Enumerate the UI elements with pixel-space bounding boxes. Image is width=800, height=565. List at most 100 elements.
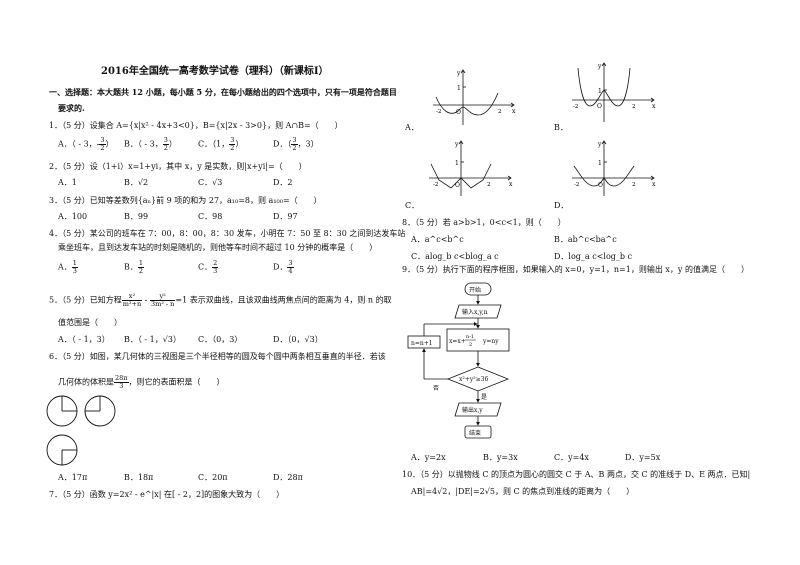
q8-option-c: C．alog_b c<blog_a c <box>411 252 499 261</box>
axis-x-label: x <box>652 103 656 110</box>
tick-m2: -2 <box>574 182 579 188</box>
q9-option-c: C．y=4x <box>554 453 589 462</box>
q3-option-a: A．100 <box>58 212 88 221</box>
end-label: 结束 <box>469 429 481 437</box>
axis-y-label: y <box>597 141 602 148</box>
q4-stem-cont: 乘坐班车，且到达发车站的时刻是随机的，则他等车时间不超过 10 分钟的概率是（ … <box>58 243 378 252</box>
increment-label: n=n+1 <box>411 340 433 347</box>
origin-label: O <box>455 182 460 189</box>
tick-1: 1 <box>598 88 602 95</box>
tick-p2: 2 <box>487 182 491 188</box>
section-header-cont: 要求的. <box>58 103 85 113</box>
axis-y-label: y <box>454 141 459 148</box>
yes-label: 是 <box>481 394 487 401</box>
assign-y-label: y=ny <box>482 338 499 345</box>
graph-d-label: D． <box>554 201 569 210</box>
q8-stem: 8．（5 分）若 a>b>1，0<c<1，则（ ） <box>402 218 566 227</box>
q3-option-b: B．99 <box>124 212 149 221</box>
graph-c-label: C． <box>405 201 420 210</box>
q8-option-b: B．ab^c<ba^c <box>554 235 617 244</box>
graph-c: y x 1 O -2 2 <box>429 140 513 196</box>
q6-option-c: C．20π <box>198 473 228 482</box>
flowchart: 开始 输入x,y,n x=x+ n-1 2 y=ny n=n+1 x²+y²≥3… <box>407 282 510 439</box>
section-header: 一、选择题：本大题共 12 小题，每小题 5 分，在每小题给出的四个选项中，只有… <box>49 87 397 97</box>
front-view <box>46 395 78 427</box>
q6-three-views <box>46 395 116 466</box>
side-view <box>84 395 116 427</box>
q8-option-a: A．a^c<b^c <box>411 235 464 244</box>
origin-label: O <box>598 182 603 189</box>
assign-frac-num: n-1 <box>466 334 474 340</box>
q10-stem-cont: AB|=4√2，|DE|=2√5，则 C 的焦点到准线的距离为（ ） <box>411 487 635 496</box>
axis-y-label: y <box>597 63 602 70</box>
graph-b: y x 1 O -2 2 <box>572 62 656 122</box>
q3-stem: 3．（5 分）已知等差数列{aₙ}前 9 项的和为 27，a₁₀=8，则 a₁₀… <box>49 196 322 205</box>
q3-option-c: C．98 <box>198 212 223 221</box>
tick-m2: -2 <box>433 182 438 188</box>
origin-label: O <box>597 103 602 110</box>
no-label: 否 <box>433 385 439 392</box>
graph-a: y x 1 O -2 2 <box>433 69 516 125</box>
start-label: 开始 <box>469 286 481 294</box>
tick-p2: 2 <box>498 109 502 115</box>
q9-option-a: A．y=2x <box>411 453 446 462</box>
q5-option-d: D．（0，√3） <box>273 335 323 344</box>
q9-option-d: D．y=5x <box>625 453 661 462</box>
q2-option-b: B．√2 <box>124 178 149 187</box>
assign-x-label: x=x+ <box>449 338 466 345</box>
q10-stem: 10．（5 分）以抛物线 C 的顶点为圆心的圆交 C 于 A、B 两点，交 C … <box>402 470 751 479</box>
q6-option-b: B．18π <box>124 473 154 482</box>
end-node <box>464 425 492 439</box>
axis-x-label: x <box>652 181 656 188</box>
q9-option-b: B．y=3x <box>483 453 518 462</box>
q5-stem-cont: 值范围是（ ） <box>58 318 122 327</box>
q3-option-d: D．97 <box>273 212 298 221</box>
q5-option-a: A．（ - 1，3） <box>58 335 110 344</box>
input-node <box>454 304 502 319</box>
q9-stem: 9．（5 分）执行下面的程序框图，如果输入的 x=0，y=1，n=1，则输出 x… <box>402 265 749 274</box>
tick-1: 1 <box>598 160 602 167</box>
output-label: 输出x,y <box>462 406 483 414</box>
tick-1: 1 <box>457 85 461 92</box>
exam-title: 2016年全国统一高考数学试卷（理科）（新课标Ⅰ） <box>101 66 329 77</box>
q5-option-c: C．（0，3） <box>198 335 243 344</box>
tick-p2: 2 <box>632 182 636 188</box>
graph-b-label: B． <box>554 123 568 132</box>
q6-option-d: D．28π <box>273 473 303 482</box>
assign-frac-den: 2 <box>469 342 472 348</box>
q1-stem: 1．（5 分）设集合 A={x|x² - 4x+3<0}，B={x|2x - 3… <box>49 121 343 130</box>
q8-option-d: D．log_a c<log_b c <box>554 252 633 261</box>
tick-m2: -2 <box>436 109 441 115</box>
input-label: 输入x,y,n <box>462 308 488 316</box>
graph-a-label: A． <box>405 123 419 132</box>
axis-y-label: y <box>456 70 461 77</box>
q6-stem: 6．（5 分）如图，某几何体的三视图是三个半径相等的圆及每个圆中两条相互垂直的半… <box>49 352 386 361</box>
q2-option-c: C．√3 <box>198 178 223 187</box>
q2-option-d: D．2 <box>273 178 293 187</box>
q5-option-b: B．（ - 1，√3） <box>124 335 181 344</box>
top-view <box>46 434 78 466</box>
origin-label: O <box>456 109 461 116</box>
axis-x-label: x <box>509 181 513 188</box>
q7-stem: 7．（5 分）函数 y=2x² - e^|x| 在[ - 2，2]的图象大致为（… <box>49 490 285 499</box>
q2-stem: 2．（5 分）设（1+i）x=1+yi，其中 x，y 是实数，则|x+yi|=（… <box>49 162 307 171</box>
tick-p2: 2 <box>632 104 636 110</box>
tick-m2: -2 <box>573 104 578 110</box>
q6-option-a: A．17π <box>58 473 88 482</box>
graph-d: y x 1 O -2 2 <box>572 140 656 196</box>
q2-option-a: A．1 <box>58 178 77 187</box>
tick-1: 1 <box>455 160 459 167</box>
axis-x-label: x <box>512 108 516 115</box>
output-node <box>454 402 502 417</box>
q4-stem: 4．（5 分）某公司的班车在 7：00，8：00，8：30 发车，小明在 7：5… <box>49 229 406 238</box>
